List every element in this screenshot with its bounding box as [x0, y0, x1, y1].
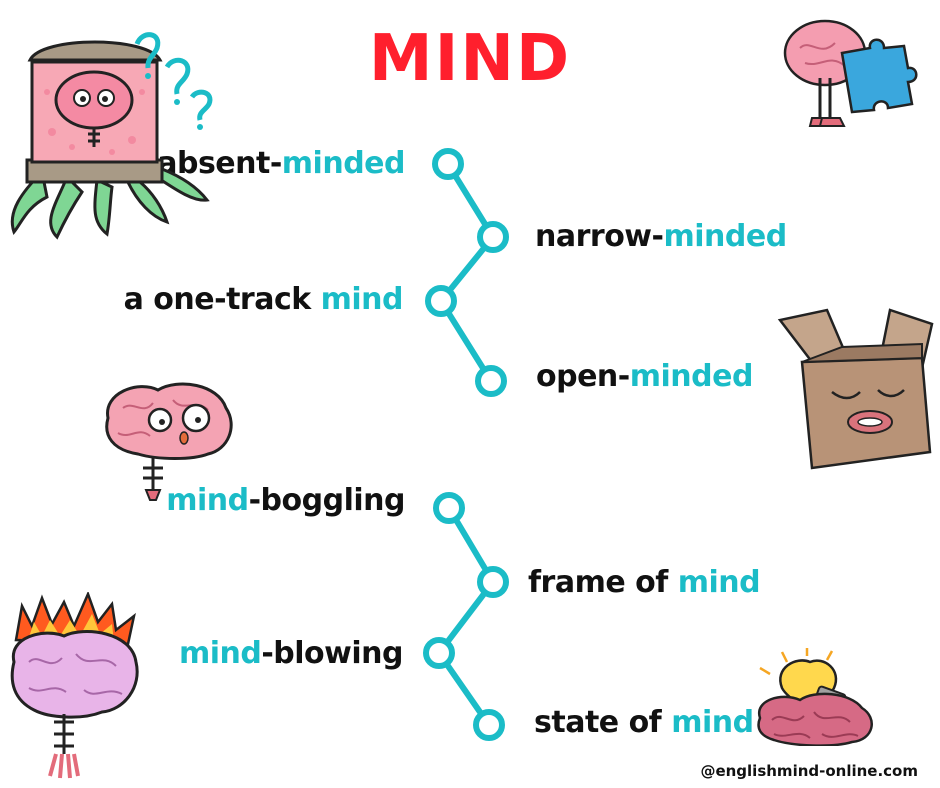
brain-puzzle-illustration — [783, 19, 918, 127]
phrase-part: open- — [536, 359, 630, 394]
connector-node — [477, 221, 509, 253]
connector-node — [473, 709, 505, 741]
phrase-part: state of — [534, 705, 672, 740]
phrase-part: frame of — [528, 565, 678, 600]
phrase-mind-boggling: mind-boggling — [25, 483, 405, 518]
connector-node — [433, 492, 465, 524]
burning-brain-illustration — [10, 592, 139, 779]
phrase-absent-minded: absent-minded — [25, 146, 405, 181]
connector-node — [477, 566, 509, 598]
phrase-frame-of-mind: frame of mind — [528, 565, 761, 600]
brain-lightbulb-illustration — [757, 648, 873, 746]
connector-node — [475, 365, 507, 397]
phrase-part: -blowing — [261, 636, 403, 671]
phrase-part: narrow- — [535, 219, 664, 254]
phrase-one-track-mind: a one-track mind — [23, 282, 404, 317]
phrase-part: a one-track — [123, 282, 321, 317]
phrase-open-minded: open-minded — [536, 359, 753, 394]
box-illustration — [777, 308, 934, 470]
connector-node — [425, 285, 457, 317]
brain-in-jar-illustration — [10, 32, 213, 240]
phrase-highlight: mind — [178, 636, 262, 671]
connector-node — [432, 148, 464, 180]
phrase-mind-blowing: mind-blowing — [23, 636, 404, 671]
credit-text: @englishmind-online.com — [700, 762, 918, 780]
phrase-highlight: minded — [663, 219, 787, 254]
phrase-highlight: mind — [677, 565, 761, 600]
surprised-brain-illustration — [105, 382, 233, 501]
phrase-state-of-mind: state of mind — [534, 705, 754, 740]
phrase-highlight: minded — [629, 359, 754, 394]
phrase-part: -boggling — [248, 483, 406, 518]
page-title: MIND — [368, 22, 572, 96]
connector-node — [423, 637, 455, 669]
phrase-narrow-minded: narrow-minded — [535, 219, 787, 254]
phrase-highlight: minded — [281, 146, 406, 181]
phrase-highlight: mind — [671, 705, 754, 740]
phrase-highlight: mind — [166, 483, 249, 518]
phrase-highlight: mind — [320, 282, 404, 317]
